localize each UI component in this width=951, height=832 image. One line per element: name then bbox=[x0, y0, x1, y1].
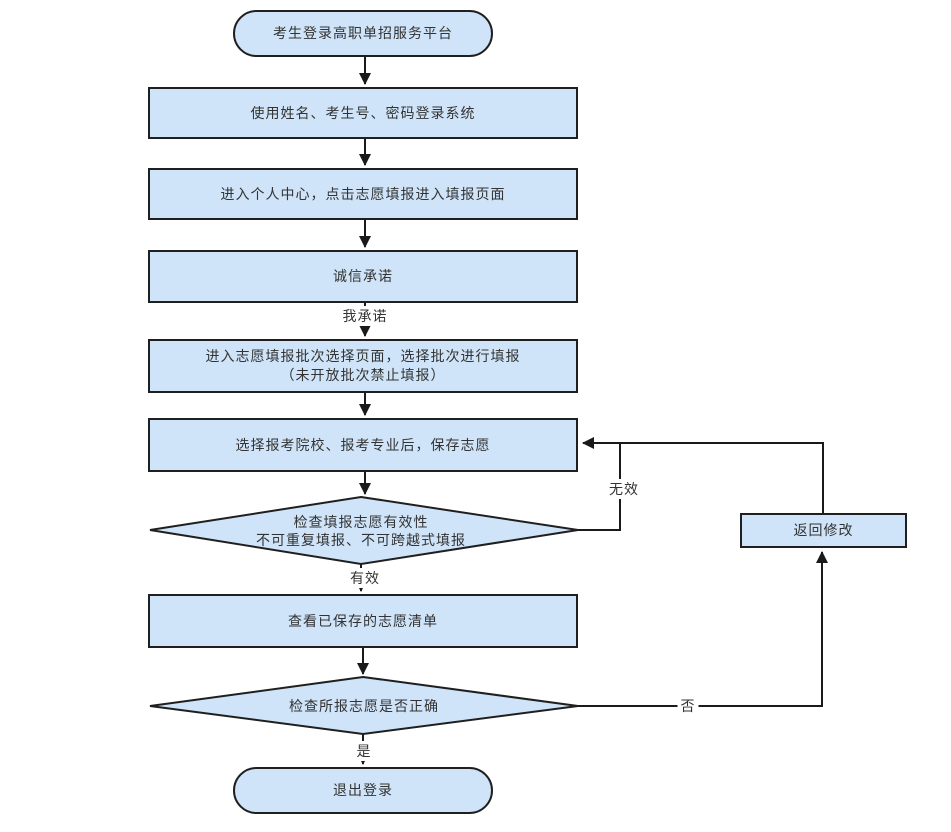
process-batch-select-line2: （未开放批次禁止填报） bbox=[280, 367, 446, 383]
edge-no-branch bbox=[578, 551, 828, 707]
process-batch-select-line1: 进入志愿填报批次选择页面，选择批次进行填报 bbox=[205, 348, 521, 365]
decision-check-validity-text: 检查填报志愿有效性 不可重复填报、不可跨越式填报 bbox=[150, 503, 572, 559]
edge-label-valid: 有效 bbox=[347, 568, 383, 588]
edge-return-to-save bbox=[582, 437, 824, 513]
process-login-label: 使用姓名、考生号、密码登录系统 bbox=[250, 104, 476, 121]
process-batch-select: 进入志愿填报批次选择页面，选择批次进行填报 （未开放批次禁止填报） bbox=[148, 339, 578, 393]
process-save-volunteer-label: 选择报考院校、报考专业后，保存志愿 bbox=[235, 436, 491, 453]
process-personal-center: 进入个人中心，点击志愿填报进入填报页面 bbox=[148, 168, 578, 220]
edge-label-yes: 是 bbox=[353, 741, 375, 761]
decision-check-correct-shape bbox=[149, 675, 579, 736]
process-save-volunteer: 选择报考院校、报考专业后，保存志愿 bbox=[148, 418, 578, 472]
edge-invalid-branch bbox=[578, 443, 621, 531]
process-view-saved: 查看已保存的志愿清单 bbox=[148, 594, 578, 648]
edge-label-pledge: 我承诺 bbox=[339, 306, 391, 326]
process-return-modify: 返回修改 bbox=[740, 513, 907, 548]
process-login: 使用姓名、考生号、密码登录系统 bbox=[148, 87, 578, 139]
process-personal-center-label: 进入个人中心，点击志愿填报进入填报页面 bbox=[220, 185, 506, 202]
edge-label-invalid: 无效 bbox=[606, 479, 642, 499]
decision-check-correct-text: 检查所报志愿是否正确 bbox=[150, 684, 578, 728]
decision-check-validity-line1: 检查填报志愿有效性 bbox=[293, 513, 429, 530]
decision-check-validity-shape bbox=[149, 495, 579, 566]
start-node: 考生登录高职单招服务平台 bbox=[233, 10, 493, 57]
start-node-label: 考生登录高职单招服务平台 bbox=[273, 25, 453, 42]
decision-check-correct-label: 检查所报志愿是否正确 bbox=[289, 697, 439, 714]
process-return-modify-label: 返回修改 bbox=[793, 522, 854, 539]
decision-check-validity-line2: 不可重复填报、不可跨越式填报 bbox=[256, 532, 466, 548]
edge-label-no: 否 bbox=[677, 696, 699, 716]
end-node: 退出登录 bbox=[233, 767, 493, 814]
process-view-saved-label: 查看已保存的志愿清单 bbox=[288, 612, 438, 629]
end-node-label: 退出登录 bbox=[333, 782, 393, 799]
process-integrity-pledge: 诚信承诺 bbox=[148, 250, 578, 303]
process-integrity-pledge-label: 诚信承诺 bbox=[333, 268, 393, 285]
